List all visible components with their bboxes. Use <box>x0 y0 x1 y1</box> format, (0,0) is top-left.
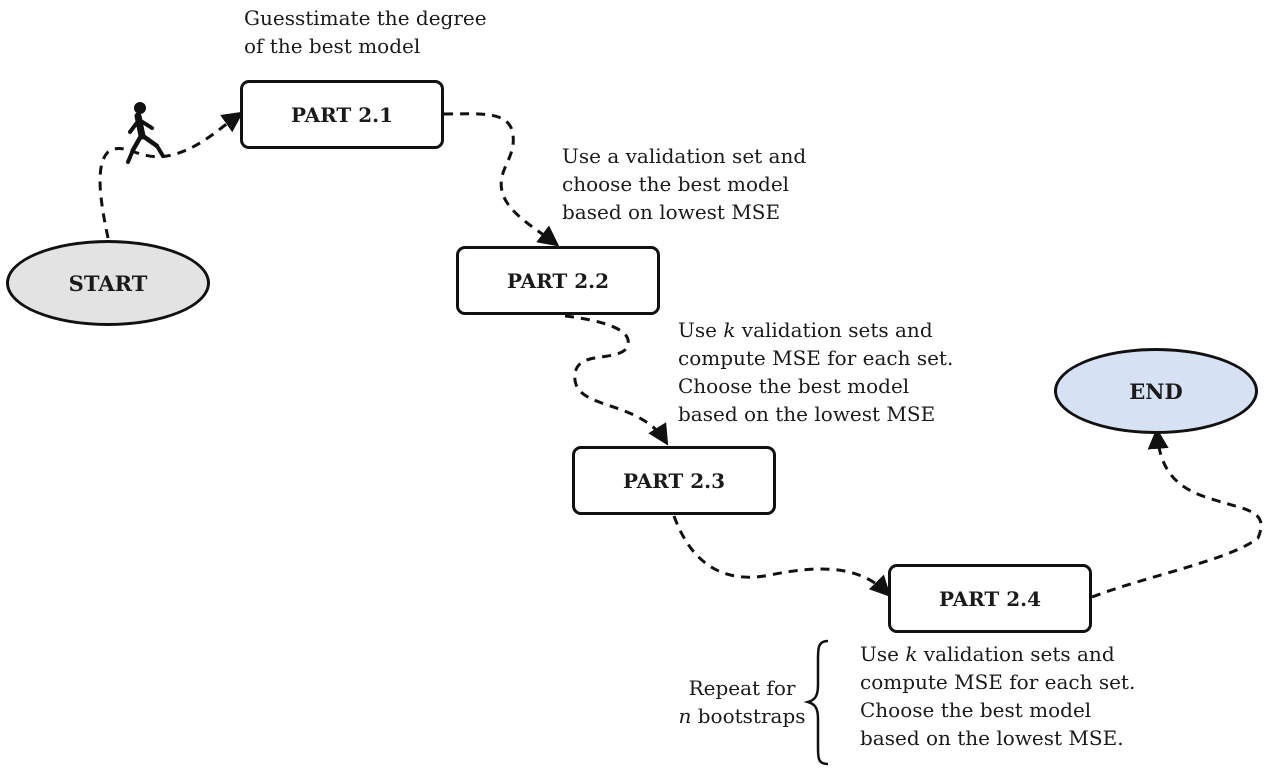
start-node: START <box>6 240 210 326</box>
note-line: compute MSE for each set. <box>860 670 1136 694</box>
part-2-3-label: PART 2.3 <box>622 468 725 493</box>
part-2-4-box: PART 2.4 <box>888 564 1092 633</box>
note-line: Choose the best model <box>860 698 1092 722</box>
repeat-label: Repeat for n bootstraps <box>672 674 812 730</box>
note-line: based on lowest MSE <box>562 200 781 224</box>
connector-2-3-to-2-4 <box>672 515 891 598</box>
note-line: of the best model <box>244 34 421 58</box>
walking-person-icon <box>126 102 165 164</box>
note-line: choose the best model <box>562 172 790 196</box>
note-line: Use k validation sets and <box>860 642 1115 666</box>
connector-start-to-2-1 <box>98 111 244 239</box>
note-line: Choose the best model <box>678 374 910 398</box>
n-variable: n <box>678 704 692 728</box>
k-variable: k <box>723 318 736 342</box>
end-node: END <box>1054 348 1258 434</box>
part-2-3-note: Use k validation sets and compute MSE fo… <box>678 316 953 428</box>
note-line: Use k validation sets and <box>678 318 933 342</box>
note-line: Use a validation set and <box>562 144 807 168</box>
part-2-3-box: PART 2.3 <box>572 446 776 515</box>
repeat-line: n bootstraps <box>678 704 806 728</box>
connector-2-1-to-2-2 <box>443 112 560 247</box>
note-line: based on the lowest MSE <box>678 402 936 426</box>
part-2-2-label: PART 2.2 <box>506 268 609 293</box>
part-2-1-note: Guesstimate the degree of the best model <box>244 4 487 60</box>
part-2-2-note: Use a validation set and choose the best… <box>562 142 806 226</box>
k-variable: k <box>905 642 918 666</box>
part-2-4-note: Use k validation sets and compute MSE fo… <box>860 640 1135 752</box>
part-2-1-box: PART 2.1 <box>240 80 444 149</box>
start-label: START <box>68 270 148 296</box>
part-2-4-label: PART 2.4 <box>938 586 1041 611</box>
note-line: Guesstimate the degree <box>244 6 487 30</box>
end-label: END <box>1129 378 1183 404</box>
curly-brace <box>803 639 829 766</box>
connector-2-4-to-end <box>1091 427 1263 599</box>
repeat-line: Repeat for <box>688 676 796 700</box>
part-2-2-box: PART 2.2 <box>456 246 660 315</box>
connector-2-2-to-2-3 <box>564 314 669 446</box>
note-line: compute MSE for each set. <box>678 346 954 370</box>
note-line: based on the lowest MSE. <box>860 726 1124 750</box>
part-2-1-label: PART 2.1 <box>290 102 393 127</box>
